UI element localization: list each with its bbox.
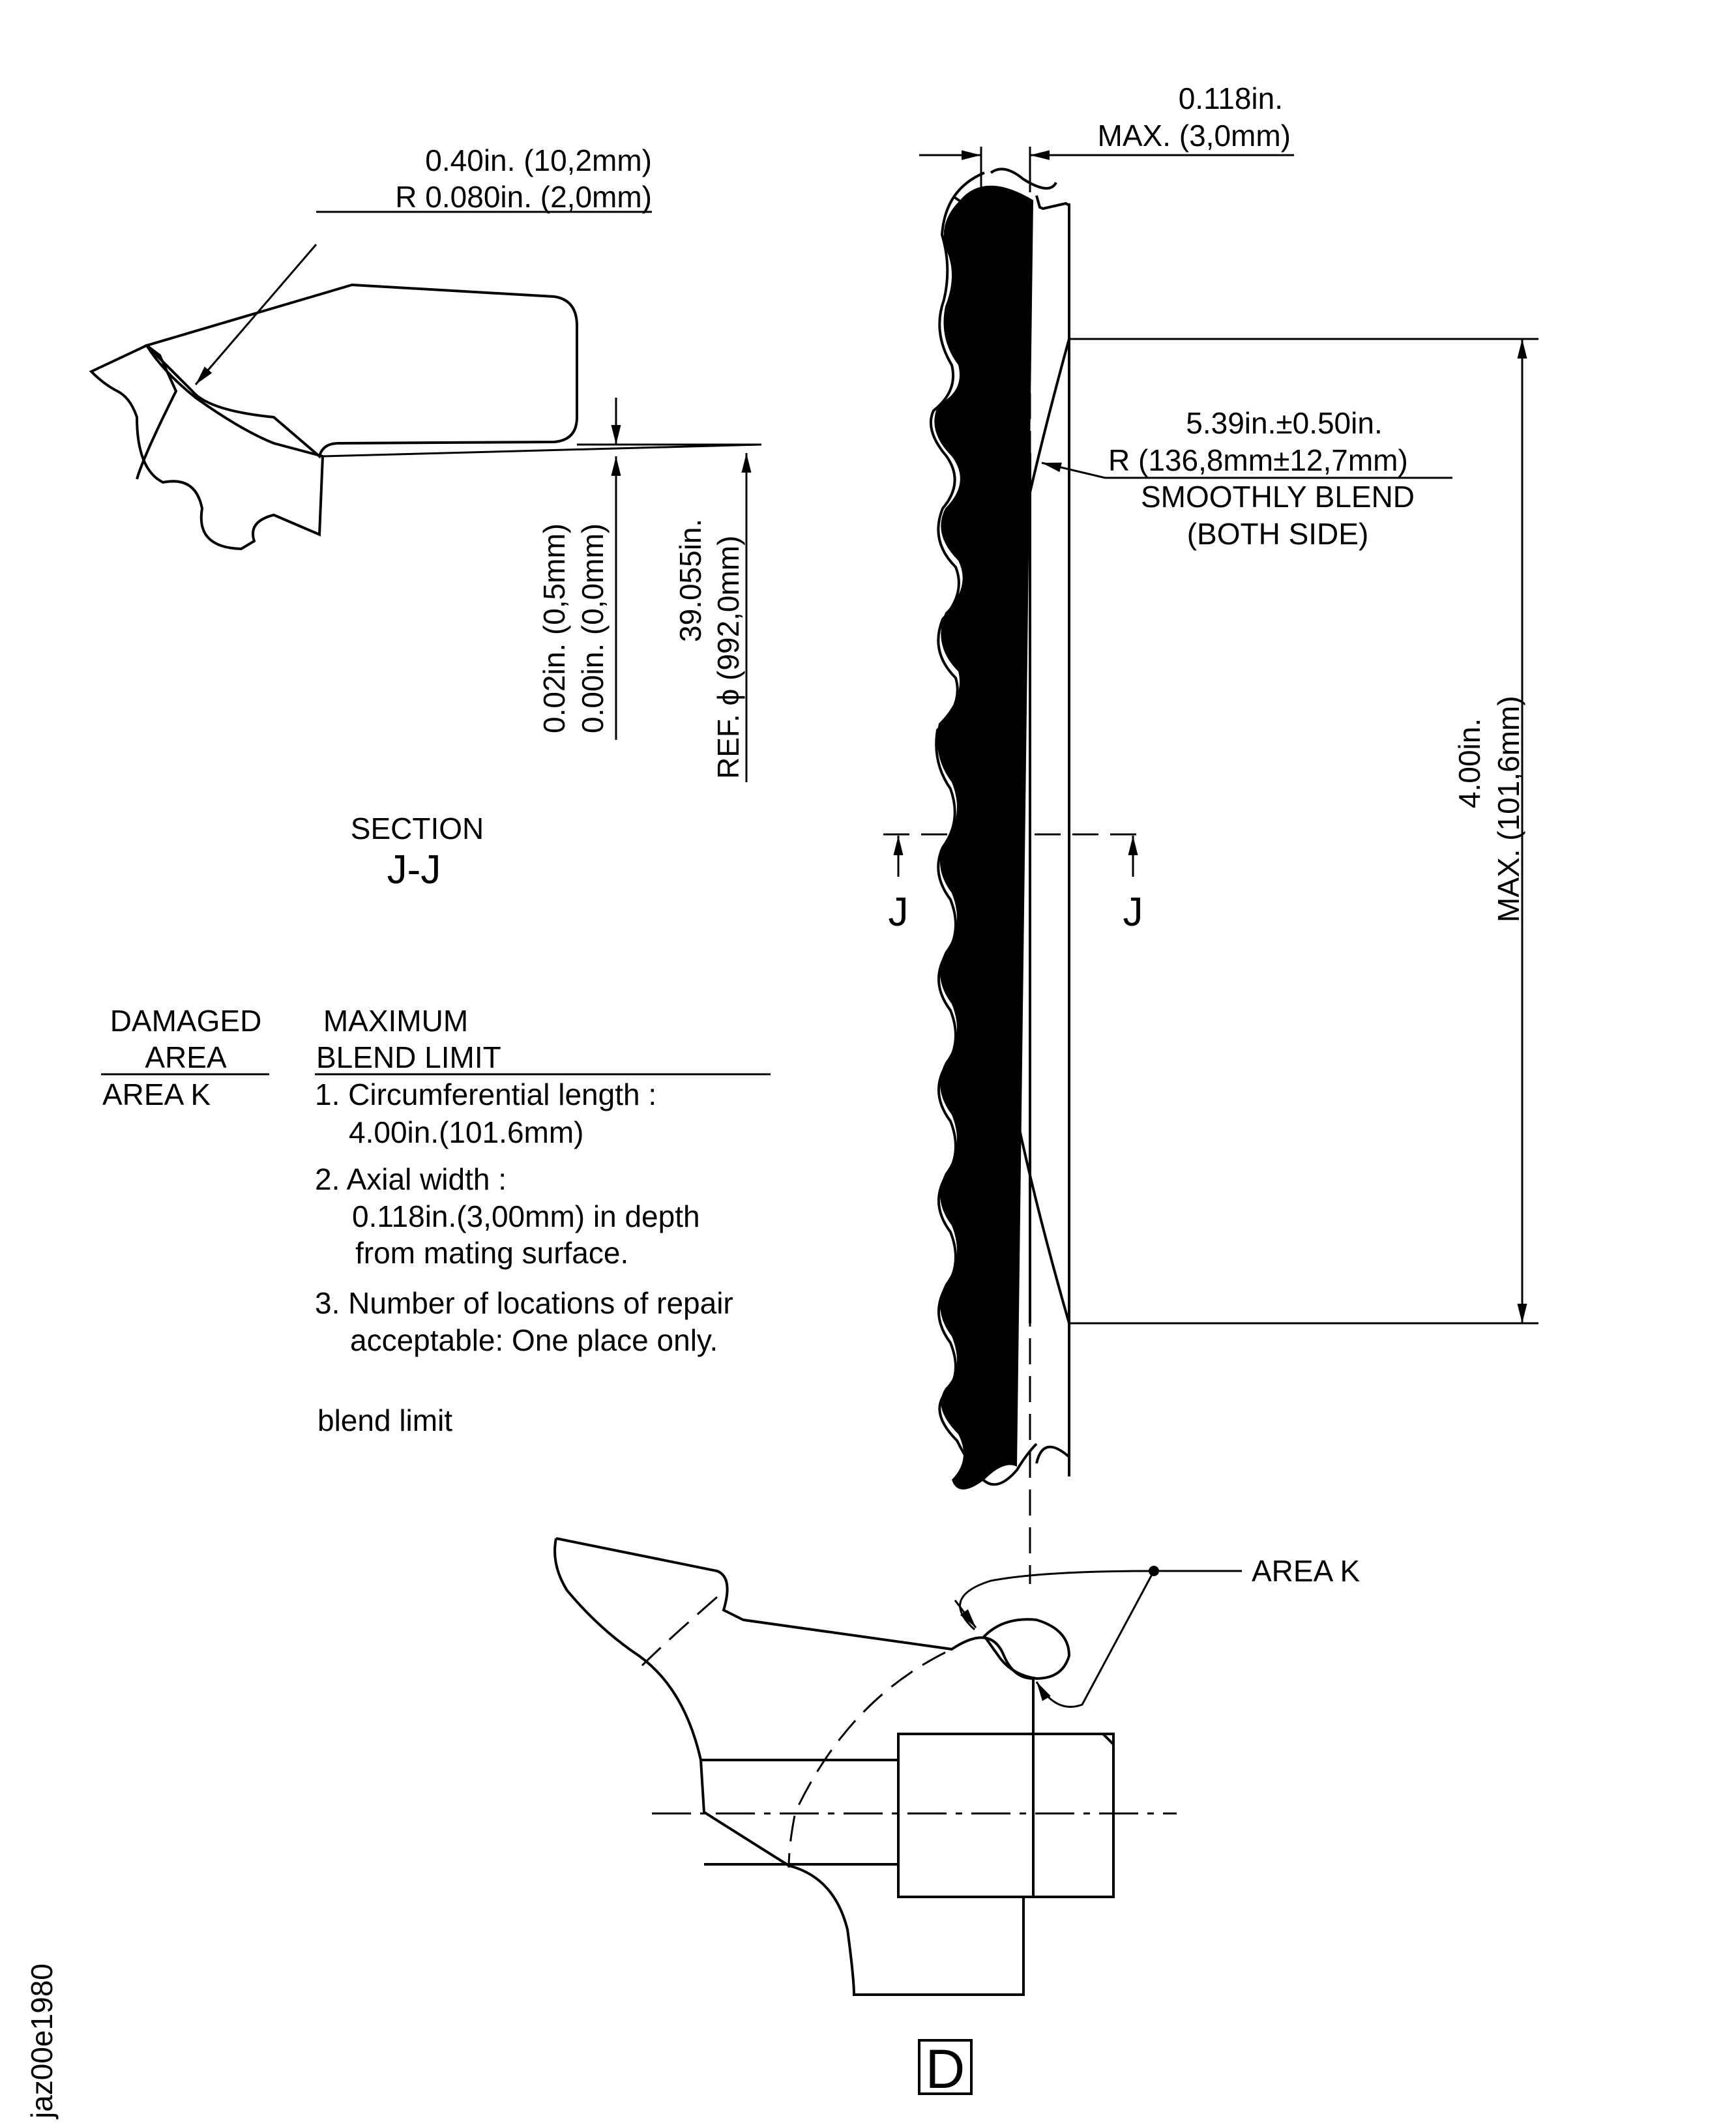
depth-dim-line1: 0.118in. xyxy=(1179,81,1283,115)
table-area-k: AREA K xyxy=(102,1078,211,1111)
section-mark-left: J xyxy=(889,890,909,935)
table-item3-line2: acceptable: One place only. xyxy=(350,1323,718,1357)
blend-limit-table: DAMAGED AREA MAXIMUM BLEND LIMIT AREA K … xyxy=(101,1004,771,1437)
table-item2-line3: from mating surface. xyxy=(355,1236,628,1270)
table-header-damaged: DAMAGED xyxy=(110,1004,262,1038)
table-header-maximum: MAXIMUM xyxy=(323,1004,468,1038)
flange-bolt-boss xyxy=(897,1733,1115,1898)
edge-outer-profile xyxy=(929,171,1038,1486)
section-title-id: J-J xyxy=(387,847,441,892)
section-leader-line xyxy=(194,244,317,385)
section-extension-line-lower xyxy=(322,443,762,458)
ref-diameter-dim-line1: 39.055in. xyxy=(673,519,707,642)
area-k-hatched-blend xyxy=(982,1618,1071,1680)
area-k-label: AREA K xyxy=(1252,1554,1361,1588)
radius-dim-line1: 5.39in.±0.50in. xyxy=(1186,406,1382,440)
table-item2-line1: 2. Axial width : xyxy=(315,1162,507,1196)
radius-leader-arrow xyxy=(1041,462,1106,479)
table-header-area: AREA xyxy=(145,1040,227,1074)
view-label-box xyxy=(918,2039,973,2095)
table-item3-line1: 3. Number of locations of repair xyxy=(315,1286,733,1320)
view-label: D xyxy=(926,2038,965,2100)
section-title: SECTION xyxy=(351,812,484,845)
area-k-leader-arrow xyxy=(954,1600,977,1628)
table-footer: blend limit xyxy=(317,1403,452,1437)
flange-hidden-arc xyxy=(641,1596,946,1868)
section-j-j-view: 0.40in. (10,2mm) R 0.080in. (2,0mm) 0.02… xyxy=(89,143,762,892)
boss-chamfer xyxy=(1102,1733,1115,1746)
ref-diameter-dim-line2: REF. ϕ (992,0mm) xyxy=(711,536,745,779)
length-dim-line1: 4.00in. xyxy=(1452,718,1486,808)
radius-dim-line3: SMOOTHLY BLEND xyxy=(1141,480,1415,514)
flange-view: AREA K xyxy=(553,1537,1361,1996)
table-item1-line1: 1. Circumferential length : xyxy=(315,1078,656,1111)
edge-wavy-outline-seg xyxy=(954,197,961,202)
section-mark-right: J xyxy=(1123,890,1143,935)
radius-dim-line4: (BOTH SIDE) xyxy=(1187,517,1369,551)
section-body-outline xyxy=(89,344,325,551)
step-dim-lower: 0.00in. (0,0mm) xyxy=(576,523,610,733)
figure-id: jaz00e1980 xyxy=(25,1963,59,2120)
section-width-dim-line1: 0.40in. (10,2mm) xyxy=(425,143,652,177)
length-dim-line2: MAX. (101,6mm) xyxy=(1492,696,1525,922)
edge-view: 0.118in. MAX. (3,0mm) 5.39in.±0.50in. R … xyxy=(883,81,1538,1584)
table-item1-line2: 4.00in.(101.6mm) xyxy=(349,1115,584,1149)
flange-outline xyxy=(553,1537,1035,1996)
depth-dim-line2: MAX. (3,0mm) xyxy=(1098,119,1291,153)
section-hatched-region xyxy=(144,283,578,459)
edge-wavy-outline xyxy=(934,185,1033,1489)
step-dim-upper: 0.02in. (0,5mm) xyxy=(537,523,571,733)
table-item2-line2: 0.118in.(3,00mm) in depth xyxy=(352,1199,700,1233)
radius-dim-line2: R (136,8mm±12,7mm) xyxy=(1108,443,1408,477)
table-header-blend-limit: BLEND LIMIT xyxy=(316,1040,501,1074)
section-radius-dim: R 0.080in. (2,0mm) xyxy=(395,180,652,214)
